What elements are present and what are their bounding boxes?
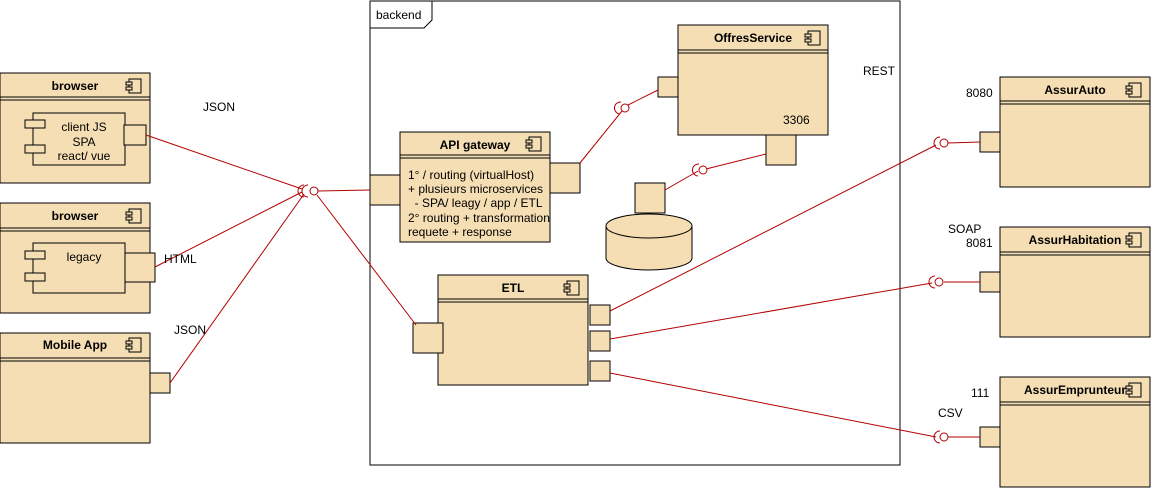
wire-hub-gateway: [317, 189, 371, 192]
hub-ball: [309, 186, 319, 196]
label-csv: CSV: [938, 406, 963, 420]
etl-port-3: [589, 360, 611, 382]
component-icon: [525, 136, 542, 152]
assur-auto-port: [979, 131, 1001, 153]
etl-left-port: [412, 322, 444, 354]
etl-port-1: [589, 304, 611, 326]
offres-service-component[interactable]: OffresService 3306: [657, 24, 829, 166]
database-port: [634, 182, 666, 214]
client-js-subcomponent: [32, 112, 126, 166]
wire-assurauto-socket: [947, 141, 981, 144]
mobile-app-component[interactable]: Mobile App: [0, 332, 171, 444]
etl-component[interactable]: ETL: [412, 274, 611, 386]
assur-emprunteur-component[interactable]: AssurEmprunteur: [979, 376, 1151, 488]
assur-auto-title: AssurAuto: [1044, 83, 1105, 97]
browser-1-line-1: client JS: [61, 120, 106, 134]
label-soap: SOAP: [948, 222, 981, 236]
api-gateway-title: API gateway: [440, 138, 511, 152]
offres-service-bottom-port: [765, 134, 797, 166]
browser-2-title: browser: [52, 209, 99, 223]
label-rest: REST: [863, 64, 896, 78]
assur-auto-component[interactable]: AssurAuto: [979, 76, 1151, 188]
browser-1-title: browser: [52, 79, 99, 93]
hub-socket-1: [301, 184, 309, 198]
browser-1-line-2: SPA: [72, 135, 95, 149]
backend-frame: backend: [369, 0, 901, 466]
api-gateway-line-1: 1° / routing (virtualHost): [408, 168, 534, 182]
api-gateway-component[interactable]: API gateway 1° / routing (virtualHost) +…: [369, 131, 581, 243]
api-gateway-right-port: [549, 162, 581, 194]
assurhab-ball: [934, 277, 944, 287]
offres-service-left-port: [657, 76, 679, 98]
browser-2-line-1: legacy: [67, 250, 102, 264]
component-icon: [1125, 82, 1142, 98]
offres-ball: [620, 103, 630, 113]
api-gateway-line-3: - SPA/ leagy / app / ETL: [408, 196, 543, 210]
label-json-1: JSON: [203, 100, 235, 114]
etl-port-2: [589, 330, 611, 352]
label-html: HTML: [164, 252, 197, 266]
etl-title: ETL: [502, 281, 525, 295]
component-icon: [1125, 232, 1142, 248]
api-gateway-line-2: + plusieurs microservices: [408, 182, 543, 196]
api-gateway-line-5: requete + response: [408, 225, 512, 239]
assur-habitation-title: AssurHabitation: [1029, 233, 1122, 247]
offres-service-title: OffresService: [714, 31, 792, 45]
label-port-8080: 8080: [966, 86, 993, 100]
assur-habitation-component[interactable]: AssurHabitation: [979, 226, 1151, 338]
interface-symbols: [297, 101, 949, 444]
wire-offres-db: [705, 153, 767, 170]
wire-offres-socket: [627, 89, 659, 106]
offres-service-port-label: 3306: [783, 113, 810, 127]
label-json-2: JSON: [174, 323, 206, 337]
wire-hub-etl: [316, 194, 417, 326]
browser-2-port: [124, 252, 156, 283]
mobile-app-port: [149, 372, 171, 394]
browser-1-port: [123, 124, 147, 146]
browser-component-1[interactable]: browser client JS SPA react/ vue: [0, 72, 151, 184]
wire-db-socket: [664, 170, 699, 191]
label-port-8081: 8081: [966, 236, 993, 250]
browser-1-line-3: react/ vue: [58, 149, 111, 163]
component-icon: [125, 337, 142, 353]
label-port-111: 111: [971, 386, 990, 400]
component-icon: [804, 30, 821, 46]
component-icon: [125, 208, 142, 224]
db-ball: [698, 165, 708, 175]
mobile-app-title: Mobile App: [43, 338, 107, 352]
wire-gateway-offres: [579, 110, 623, 164]
hub-socket-2: [297, 184, 305, 198]
wire-browser-2: [154, 191, 303, 268]
assur-emprunteur-port: [979, 426, 1001, 448]
api-gateway-left-port: [369, 174, 401, 206]
legacy-subcomponent: [32, 242, 126, 294]
wire-browser-1: [145, 134, 303, 190]
wire-etl-assurauto: [609, 144, 937, 312]
connector-wires: [145, 89, 981, 438]
browser-component-2[interactable]: browser legacy: [0, 202, 156, 314]
component-icon: [563, 280, 580, 296]
wire-etl-assurhab: [609, 282, 933, 340]
database-cylinder[interactable]: [605, 182, 693, 271]
api-gateway-line-4: 2° routing + transformation: [408, 211, 550, 225]
assurauto-ball: [939, 138, 949, 148]
assur-habitation-port: [979, 271, 1001, 293]
wire-etl-assuremp: [609, 372, 937, 438]
wire-mobile-app: [169, 193, 305, 384]
assur-emprunteur-title: AssurEmprunteur: [1024, 383, 1126, 397]
backend-frame-title: backend: [376, 8, 421, 22]
component-icon: [1125, 382, 1142, 398]
component-icon: [125, 78, 142, 94]
assuremp-ball: [939, 432, 949, 442]
